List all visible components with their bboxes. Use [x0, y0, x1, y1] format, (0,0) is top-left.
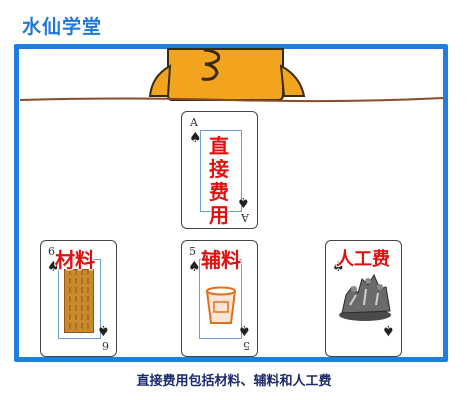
- spade-icon: ♠: [47, 259, 60, 275]
- card-rank: A: [190, 116, 198, 129]
- workers-sculpture-icon: [339, 273, 391, 321]
- caption-text: 直接费用包括材料、辅料和人工费: [136, 374, 332, 389]
- spade-icon: ♠: [97, 322, 110, 338]
- plastic-cup-icon: [205, 286, 237, 324]
- card-label: 人工费: [336, 249, 390, 270]
- spade-icon: ♠: [237, 194, 250, 210]
- card-materials: 6 ♠ 材料 ♠ 6: [40, 240, 117, 357]
- card-direct-cost: A ♠ 直 接 费 用 ♠ A: [181, 111, 258, 229]
- card-rank-bottom: 5: [243, 339, 250, 352]
- card-rank: 6: [48, 245, 55, 258]
- spade-icon: ♠: [382, 322, 395, 338]
- card-label: 辅料: [201, 248, 241, 272]
- card-inner-border: [200, 130, 242, 212]
- card-rank-bottom: A: [241, 211, 249, 224]
- spade-icon: ♠: [189, 130, 202, 146]
- card-label-line-2: 接: [209, 157, 229, 181]
- table-edge-line: [19, 97, 444, 103]
- wood-plank-icon: [64, 269, 94, 333]
- card-label: 材料: [55, 248, 95, 272]
- card-label-line-4: 用: [209, 203, 229, 227]
- card-label-line-1: 直: [209, 134, 229, 158]
- spade-icon: ♠: [188, 259, 201, 275]
- card-label-line-3: 费: [209, 180, 229, 204]
- card-rank: 5: [189, 245, 196, 258]
- spade-icon: ♠: [332, 259, 345, 275]
- card-inner-border: [58, 259, 101, 339]
- spade-icon: ♠: [238, 322, 251, 338]
- card-rank-bottom: 6: [102, 339, 109, 352]
- card-auxiliary: 5 ♠ 辅料 ♠ 5: [181, 240, 258, 357]
- mascot-character: [148, 48, 306, 101]
- card-inner-border: [199, 259, 242, 339]
- brand-logo: 水仙学堂: [22, 16, 103, 38]
- card-labor: ♠ 人工费 ♠: [325, 240, 402, 357]
